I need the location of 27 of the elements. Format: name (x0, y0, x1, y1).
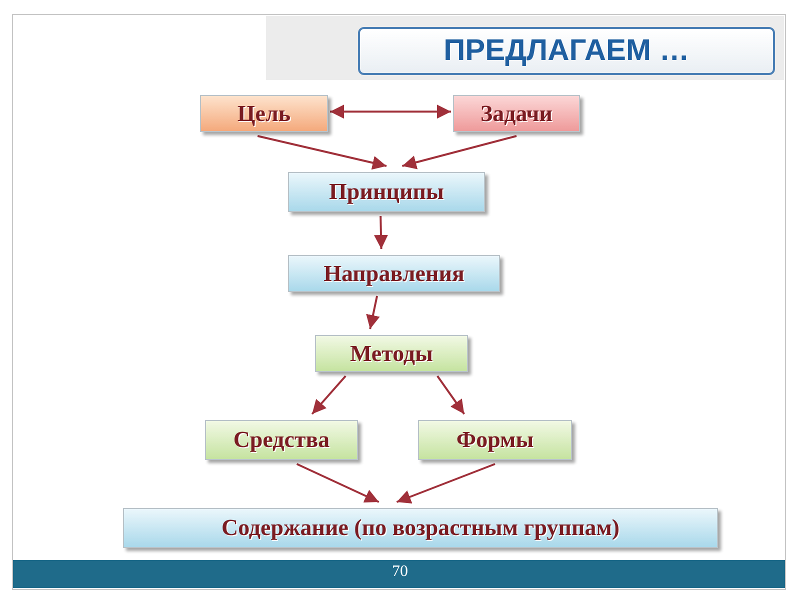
arrow (366, 296, 380, 330)
process-box (315, 335, 468, 372)
process-box (453, 95, 580, 132)
process-box (288, 172, 485, 212)
process-box (123, 508, 718, 548)
box-label: Содержание (по возрастным группам) (221, 515, 620, 541)
box-label: Задачи (480, 100, 553, 126)
arrow (311, 375, 346, 415)
title: ПРЕДЛАГАЕМ … (358, 27, 775, 75)
arrow (436, 375, 466, 415)
arrow (396, 463, 496, 504)
process-box (418, 420, 572, 460)
arrow (296, 463, 380, 503)
arrow (374, 216, 388, 250)
arrow (257, 135, 387, 170)
process-box (205, 420, 358, 460)
box-label: Принципы (329, 179, 444, 205)
process-box (288, 255, 500, 292)
box-label: Цель (237, 100, 291, 126)
box-label: Методы (350, 340, 434, 366)
box-label: Средства (233, 427, 330, 453)
process-box (200, 95, 328, 132)
page-number: 70 (391, 563, 409, 581)
box-label: Направления (324, 260, 464, 286)
arrow (330, 104, 451, 119)
arrow (402, 135, 517, 170)
box-label: Формы (456, 427, 534, 453)
